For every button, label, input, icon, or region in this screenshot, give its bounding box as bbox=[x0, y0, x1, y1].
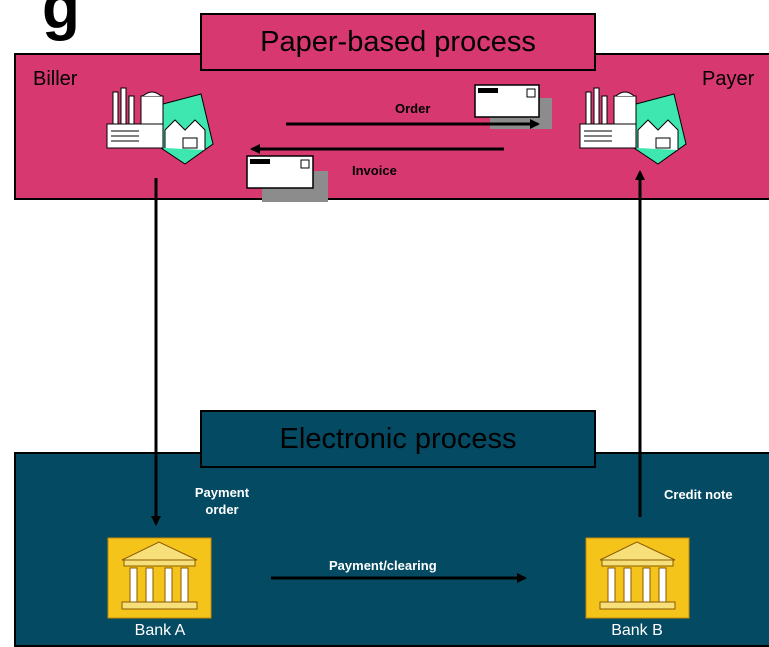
payment-order-label: Payment order bbox=[194, 485, 250, 517]
envelope-icon bbox=[246, 155, 328, 202]
bank-icon bbox=[107, 537, 212, 619]
biller-label: Biller bbox=[33, 68, 78, 90]
factory-icon bbox=[579, 87, 687, 165]
invoice-label: Invoice bbox=[352, 163, 397, 178]
bank-b-label: Bank B bbox=[611, 622, 663, 639]
electronic-process-title: Electronic process bbox=[200, 410, 596, 468]
order-label: Order bbox=[395, 101, 431, 116]
bank-a-label: Bank A bbox=[134, 622, 186, 639]
envelope-icon bbox=[474, 84, 552, 129]
credit-note-label: Credit note bbox=[664, 487, 733, 502]
bank-icon bbox=[585, 537, 690, 619]
heading-fragment: g bbox=[42, 0, 80, 42]
factory-icon bbox=[106, 87, 214, 165]
paper-process-title: Paper-based process bbox=[200, 13, 596, 71]
payer-label: Payer bbox=[702, 68, 755, 90]
payment-clearing-label: Payment/clearing bbox=[329, 558, 437, 573]
